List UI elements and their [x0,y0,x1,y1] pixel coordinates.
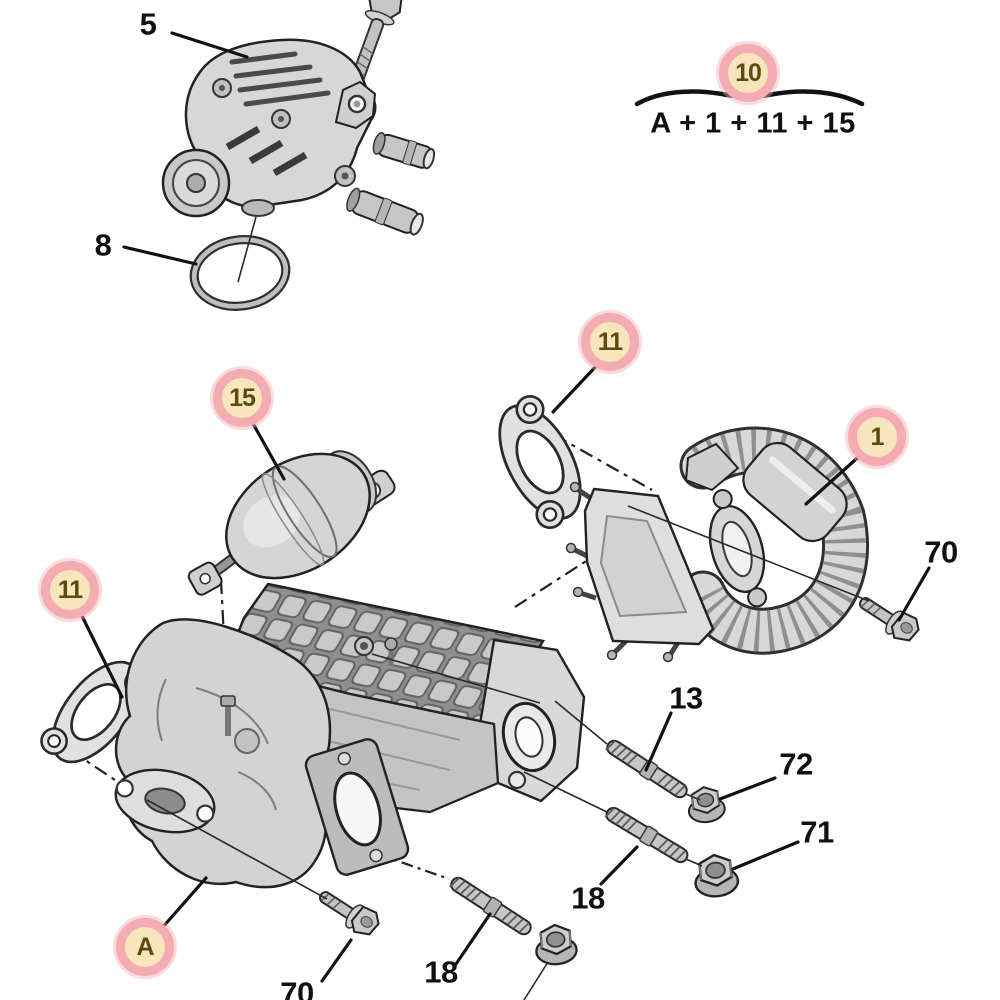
formula-expression: A + 1 + 11 + 15 [650,107,856,140]
badge-11-left: 11 [41,561,99,619]
badge-10: 10 [719,44,777,102]
label-72: 72 [779,746,813,782]
part-bolt-70-bottom [312,881,384,942]
badge-1: 1 [848,408,906,466]
label-70-right: 70 [924,534,958,570]
part-o-ring-8 [189,235,291,311]
badge-15: 15 [213,369,271,427]
part-nut-bottom [533,922,579,967]
part-stud-18-left [446,872,536,940]
label-71: 71 [800,814,834,850]
callout-leader-lines [78,31,931,983]
part-valve-unit-5 [161,38,436,236]
badge-11-top: 11 [581,313,639,371]
part-gasket-11-top [480,388,600,536]
label-18-right: 18 [571,880,605,916]
part-nut-71 [691,851,741,900]
label-18-left: 18 [424,954,458,990]
badge-A: A [116,918,174,976]
label-13: 13 [669,680,703,716]
label-5: 5 [139,6,157,42]
part-nut-72 [684,783,728,826]
label-70-bottom: 70 [280,975,314,1000]
part-duct-assembly-1 [565,426,869,663]
label-8: 8 [94,227,112,263]
fastener-guide-lines [146,216,870,1000]
part-cooler-assembly-A [114,582,586,889]
part-actuator-15 [187,450,396,596]
part-stud-18-right [602,803,692,867]
